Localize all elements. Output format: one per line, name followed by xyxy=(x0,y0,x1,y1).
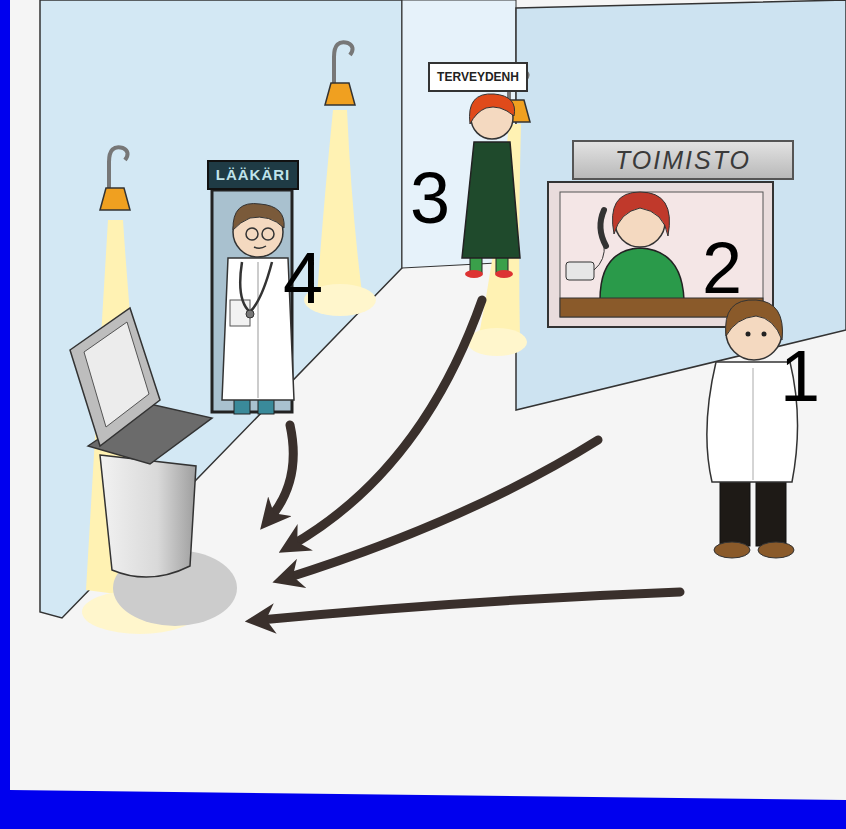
flow-arrow xyxy=(292,300,482,545)
nurse-figure xyxy=(462,94,520,278)
receptionist-body xyxy=(600,248,684,300)
shoe xyxy=(758,542,794,558)
flow-arrows xyxy=(260,300,680,620)
kiosk-screen xyxy=(70,308,160,446)
callout-number: 2 xyxy=(702,232,742,304)
shirt-seam xyxy=(753,368,754,480)
callout-number: 1 xyxy=(780,340,820,412)
window-glass xyxy=(560,192,763,317)
callout-number: 3 xyxy=(410,162,450,234)
shoe xyxy=(465,270,483,278)
glasses xyxy=(246,228,258,240)
stethoscope xyxy=(246,310,254,318)
door-sign: LÄÄKÄRI xyxy=(207,160,299,190)
shoe xyxy=(714,542,750,558)
eye xyxy=(762,332,767,337)
light-spot xyxy=(467,328,527,356)
customer-leg xyxy=(720,476,750,546)
receptionist-figure xyxy=(566,192,684,300)
glasses xyxy=(262,228,274,240)
lamp-shade xyxy=(325,83,355,105)
office-sign: TOIMISTO xyxy=(572,140,794,180)
wall-lamp xyxy=(100,147,130,210)
customer-leg xyxy=(756,476,786,546)
mouth xyxy=(254,246,266,248)
nurse-dress xyxy=(462,142,520,258)
callout-number: 4 xyxy=(283,242,323,314)
nurse-hair xyxy=(470,94,515,124)
sign-text: LÄÄKÄRI xyxy=(216,167,291,183)
lamp-arm xyxy=(109,147,128,188)
kiosk-display xyxy=(84,322,149,427)
telephone xyxy=(566,262,594,280)
telephone xyxy=(600,210,606,246)
eye xyxy=(746,332,751,337)
light-beam xyxy=(316,110,364,312)
customer-hair xyxy=(726,300,783,340)
floor xyxy=(10,0,846,800)
flow-arrow xyxy=(260,592,680,620)
flow-arrow xyxy=(287,440,598,578)
door-sign: TERVEYDENH xyxy=(428,62,528,92)
shoe xyxy=(495,270,513,278)
kiosk-stand xyxy=(100,455,196,577)
sign-text: TOIMISTO xyxy=(615,147,751,173)
kiosk-terminal xyxy=(70,308,237,626)
left-wall xyxy=(40,0,402,618)
customer-figure xyxy=(707,300,798,558)
lamp-shade xyxy=(100,188,130,210)
wall-lamp xyxy=(325,42,355,105)
flow-arrow xyxy=(270,425,293,518)
receptionist-hair xyxy=(612,192,669,236)
stethoscope xyxy=(240,262,272,312)
lamp-arm xyxy=(334,42,353,83)
coat-seam xyxy=(258,262,259,398)
sign-text: TERVEYDENH xyxy=(437,71,519,84)
phone-cord xyxy=(594,244,604,270)
doctor-hair xyxy=(233,204,284,230)
